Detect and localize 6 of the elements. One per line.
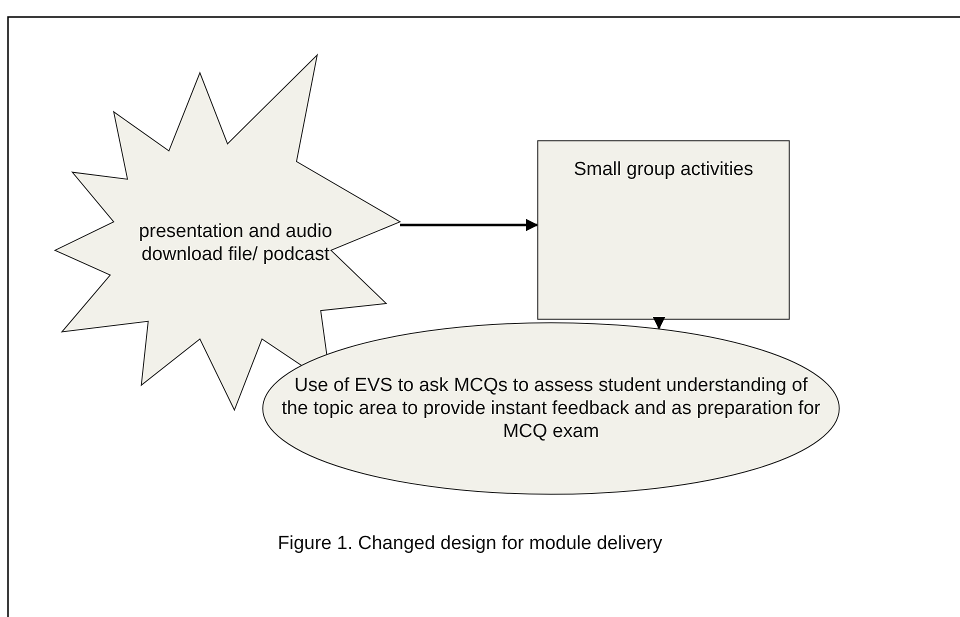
arrow bbox=[400, 218, 538, 232]
node-text: presentation and audio download file/ podcast bbox=[138, 220, 334, 266]
node-text: Small group activities bbox=[572, 158, 754, 181]
figure-caption: Figure 1. Changed design for module delivery bbox=[276, 533, 664, 555]
node-text: Use of EVS to ask MCQs to assess student understanding of the topic area to provide instant feedback and as preparation for MCQ exam bbox=[281, 374, 821, 443]
arrow bbox=[652, 317, 666, 330]
